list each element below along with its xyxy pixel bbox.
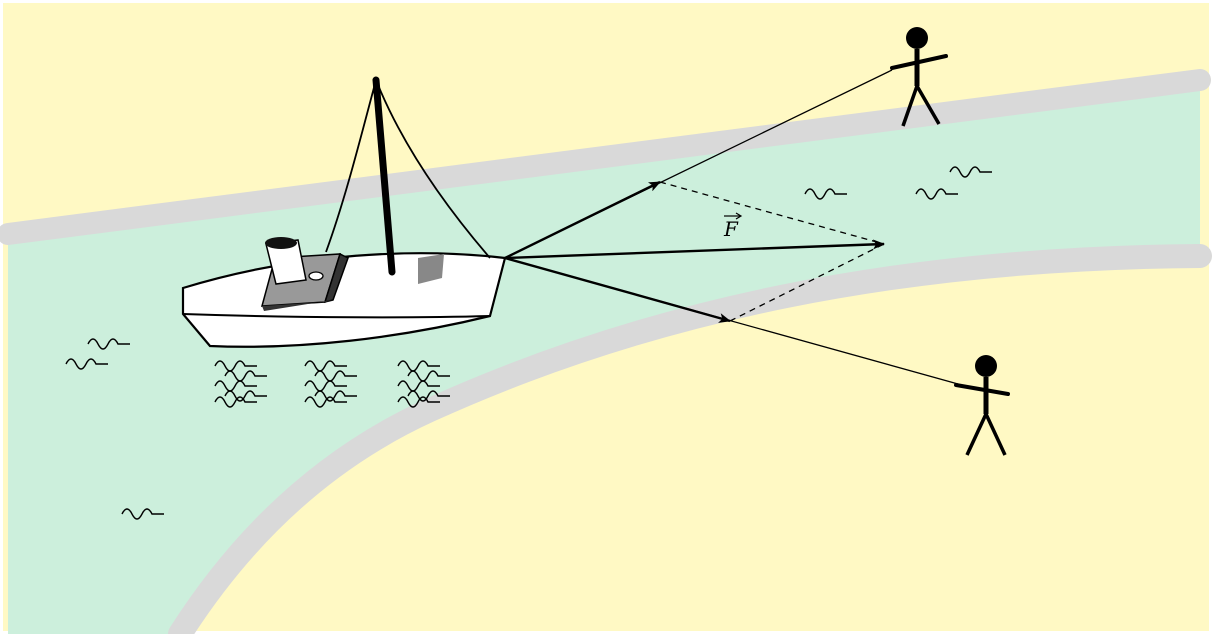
rigging-back bbox=[325, 79, 377, 253]
boat-waterline bbox=[182, 313, 491, 319]
person-right-bank bbox=[954, 355, 1010, 456]
force-label-text: F bbox=[723, 217, 739, 241]
funnel-top bbox=[265, 237, 297, 249]
upper-bank bbox=[0, 69, 1211, 245]
resultant-force-vector bbox=[504, 239, 885, 260]
deck-strip bbox=[418, 254, 444, 284]
tension-vector-lower bbox=[504, 256, 731, 323]
cabin-base bbox=[262, 300, 333, 311]
parallelogram-dash-upper bbox=[659, 181, 885, 245]
force-label: F bbox=[723, 212, 743, 241]
river-water bbox=[8, 80, 1200, 634]
person-left-bank bbox=[890, 27, 948, 127]
boat bbox=[181, 76, 507, 348]
rigging-front bbox=[375, 79, 491, 259]
tension-vector-upper bbox=[504, 180, 661, 260]
parallelogram-dash-lower bbox=[729, 243, 885, 322]
force-vectors: F bbox=[504, 180, 885, 323]
person-head bbox=[906, 27, 928, 49]
mast bbox=[372, 76, 396, 276]
lower-bank bbox=[168, 244, 1212, 634]
hatch-icon bbox=[308, 271, 324, 281]
person-head bbox=[975, 355, 997, 377]
